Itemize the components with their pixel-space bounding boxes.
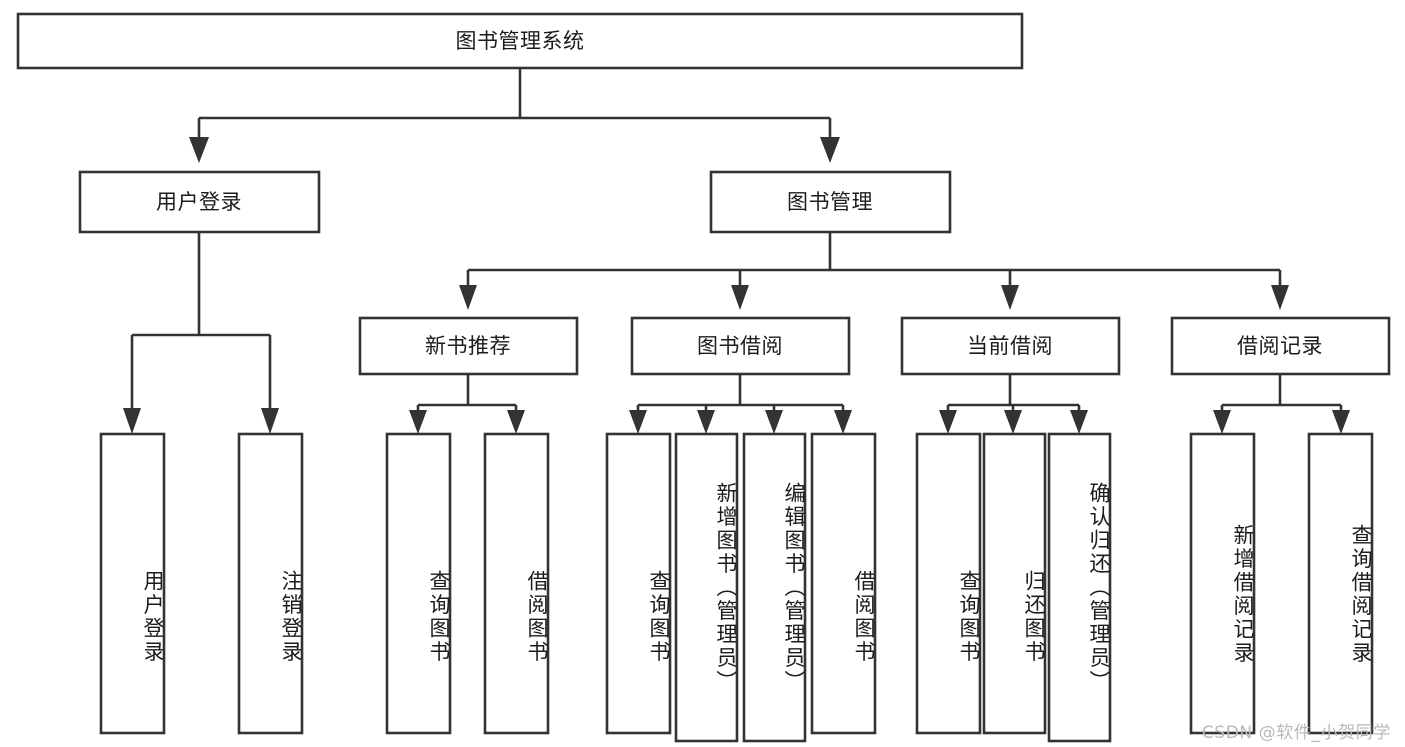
node-box[interactable] bbox=[358, 316, 579, 376]
node-box-leaf-edit-book[interactable] bbox=[742, 432, 807, 743]
arrow-icon bbox=[1070, 410, 1088, 434]
arrow-icon bbox=[820, 137, 840, 163]
arrow-icon bbox=[459, 285, 477, 310]
arrow-icon bbox=[834, 410, 852, 434]
arrow-icon bbox=[1001, 285, 1019, 310]
connector-newbook-to-leaves bbox=[409, 374, 525, 434]
connector-bookborrow-to-leaves bbox=[629, 374, 852, 434]
connector-userlogin-to-leaves bbox=[123, 232, 279, 434]
node-box-leaf-confirm-return[interactable] bbox=[1047, 432, 1112, 743]
connector-root-to-level1 bbox=[189, 68, 840, 163]
connector-bookmanage-to-level2 bbox=[459, 232, 1289, 310]
arrow-icon bbox=[1004, 410, 1022, 434]
arrow-icon bbox=[261, 408, 279, 434]
node-label-book-manage: 图书管理 bbox=[787, 190, 873, 214]
arrow-icon bbox=[939, 410, 957, 434]
node-book-manage[interactable]: 图书管理 bbox=[709, 170, 952, 234]
node-box[interactable] bbox=[900, 316, 1121, 376]
node-box-leaf-query-book-3[interactable] bbox=[915, 432, 982, 735]
node-box-leaf-user-logout[interactable] bbox=[237, 432, 304, 735]
node-root[interactable]: 图书管理系统 bbox=[16, 12, 1024, 70]
node-box-leaf-query-book-1[interactable] bbox=[385, 432, 452, 735]
node-box[interactable] bbox=[630, 316, 851, 376]
node-box[interactable] bbox=[16, 12, 1024, 70]
arrow-icon bbox=[409, 410, 427, 434]
node-label-root: 图书管理系统 bbox=[456, 29, 585, 53]
node-box[interactable] bbox=[709, 170, 952, 234]
node-box-leaf-add-book[interactable] bbox=[674, 432, 739, 743]
arrow-icon bbox=[765, 410, 783, 434]
node-new-book-recommend[interactable]: 新书推荐 bbox=[358, 316, 579, 376]
node-box[interactable] bbox=[1170, 316, 1391, 376]
node-box-leaf-query-book-2[interactable] bbox=[605, 432, 672, 735]
arrow-icon bbox=[731, 285, 749, 310]
arrow-icon bbox=[123, 408, 141, 434]
arrow-icon bbox=[629, 410, 647, 434]
connector-borrowrecord-to-leaves bbox=[1213, 374, 1350, 434]
node-label-user-login: 用户登录 bbox=[156, 190, 242, 214]
arrow-icon bbox=[507, 410, 525, 434]
node-box-leaf-borrow-book-1[interactable] bbox=[483, 432, 550, 735]
node-box[interactable] bbox=[78, 170, 321, 234]
arrow-icon bbox=[1213, 410, 1231, 434]
node-box-leaf-borrow-book-2[interactable] bbox=[810, 432, 877, 735]
node-label-new-book-recommend: 新书推荐 bbox=[425, 334, 511, 358]
node-current-borrow[interactable]: 当前借阅 bbox=[900, 316, 1121, 376]
connector-currentborrow-to-leaves bbox=[939, 374, 1088, 434]
arrow-icon bbox=[697, 410, 715, 434]
node-label-book-borrow: 图书借阅 bbox=[697, 334, 783, 358]
watermark-text: CSDN @软件_小贺同学 bbox=[1201, 723, 1391, 743]
node-box-leaf-add-record[interactable] bbox=[1189, 432, 1256, 735]
arrow-icon bbox=[1271, 285, 1289, 310]
node-label-current-borrow: 当前借阅 bbox=[967, 334, 1053, 358]
node-box-leaf-user-login[interactable] bbox=[99, 432, 166, 735]
arrow-icon bbox=[1332, 410, 1350, 434]
node-book-borrow[interactable]: 图书借阅 bbox=[630, 316, 851, 376]
node-borrow-record[interactable]: 借阅记录 bbox=[1170, 316, 1391, 376]
node-box-leaf-query-record[interactable] bbox=[1307, 432, 1374, 735]
node-label-borrow-record: 借阅记录 bbox=[1237, 334, 1323, 358]
node-user-login[interactable]: 用户登录 bbox=[78, 170, 321, 234]
arrow-icon bbox=[189, 137, 209, 163]
node-box-leaf-return-book[interactable] bbox=[982, 432, 1047, 735]
